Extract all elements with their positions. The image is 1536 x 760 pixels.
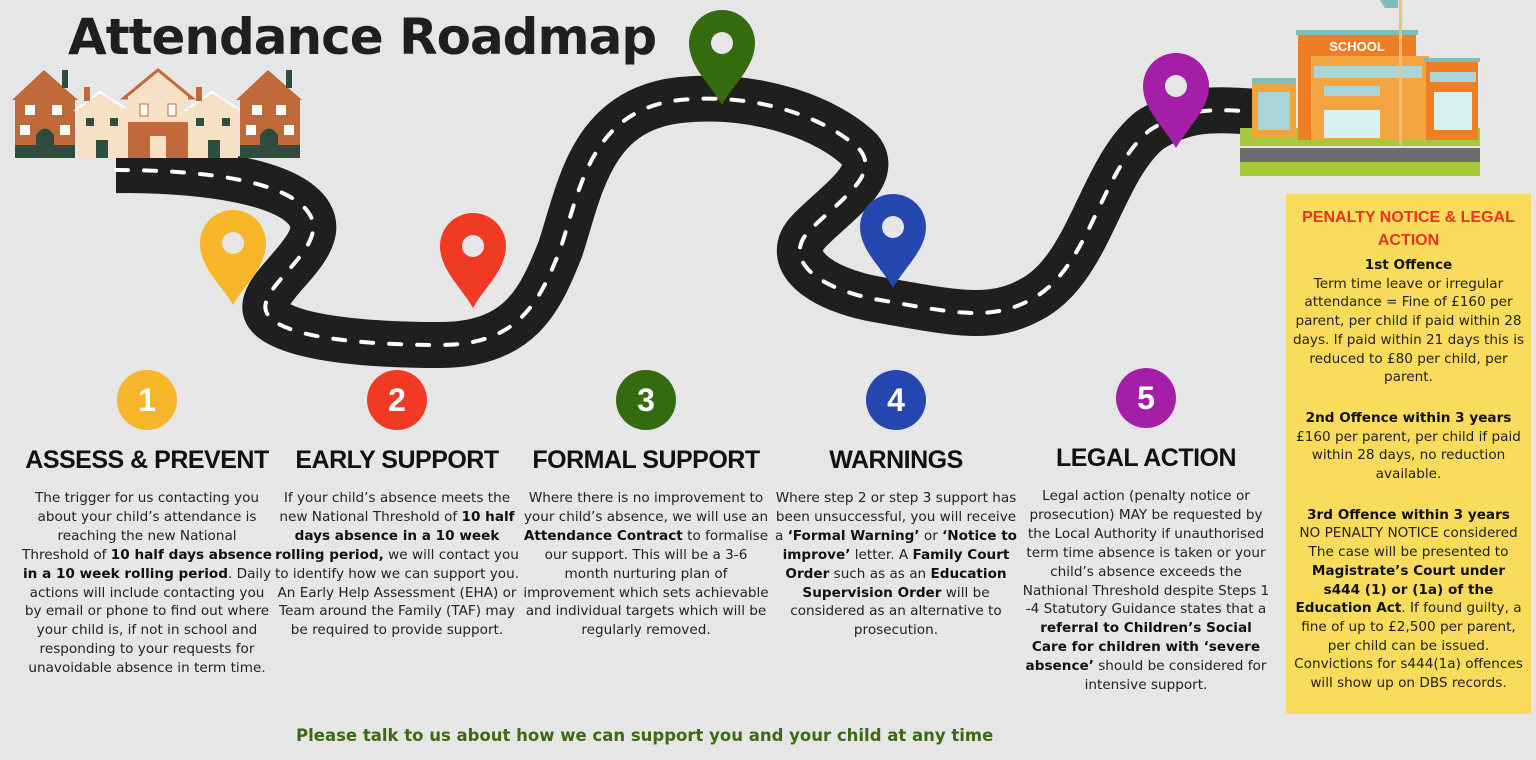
text-run: . If found guilty, a fine of up to £2,50… bbox=[1294, 600, 1523, 692]
school-sign: SCHOOL bbox=[1329, 39, 1385, 54]
pin-step-3 bbox=[689, 10, 755, 105]
emphasis-text: ‘Notice to improve’ bbox=[782, 527, 1018, 563]
text-run: Legal action (penalty notice or prosecut… bbox=[1022, 488, 1270, 618]
support-message: Please talk to us about how we can suppo… bbox=[296, 726, 994, 745]
text-run: Where there is no improvement to your ch… bbox=[523, 490, 769, 525]
step-3: 3 FORMAL SUPPORT Where there is no impro… bbox=[521, 370, 771, 640]
emphasis-text: Magistrate’s Court under s444 (1) or (1a… bbox=[1295, 562, 1506, 617]
text-run: The trigger for us contacting you about … bbox=[22, 490, 260, 563]
third-offence-text: NO PENALTY NOTICE considered The case wi… bbox=[1292, 524, 1525, 692]
step-description: If your child’s absence meets the new Na… bbox=[272, 489, 522, 640]
third-offence-heading: 3rd Offence within 3 years bbox=[1307, 506, 1510, 523]
school-illustration: SCHOOL bbox=[1240, 0, 1480, 176]
penalty-notice-panel: PENALTY NOTICE & LEGAL ACTION 1st Offenc… bbox=[1286, 194, 1531, 714]
step-heading: FORMAL SUPPORT bbox=[532, 446, 760, 474]
step-heading: ASSESS & PREVENT bbox=[25, 446, 269, 474]
step-4: 4 WARNINGS Where step 2 or step 3 suppor… bbox=[771, 370, 1021, 640]
text-run: should be considered for intensive suppo… bbox=[1084, 658, 1267, 694]
houses-illustration bbox=[12, 68, 302, 158]
step-number-badge: 3 bbox=[616, 370, 676, 430]
text-run: we will contact you to identify how we c… bbox=[274, 546, 520, 639]
second-offence-text: £160 per parent, per child if paid withi… bbox=[1296, 428, 1521, 483]
text-run: If your child’s absence meets the new Na… bbox=[279, 490, 511, 525]
step-number-badge: 1 bbox=[117, 370, 177, 430]
step-description: Legal action (penalty notice or prosecut… bbox=[1021, 487, 1271, 695]
text-run: NO PENALTY NOTICE considered The case wi… bbox=[1299, 525, 1518, 561]
step-1: 1 ASSESS & PREVENT The trigger for us co… bbox=[22, 370, 272, 678]
step-number-badge: 4 bbox=[866, 370, 926, 430]
step-description: The trigger for us contacting you about … bbox=[22, 489, 272, 678]
page-title: Attendance Roadmap bbox=[68, 8, 657, 66]
emphasis-text: Education Supervision Order bbox=[802, 565, 1007, 601]
emphasis-text: referral to Children’s Social Care for c… bbox=[1025, 620, 1261, 675]
step-number-badge: 5 bbox=[1116, 368, 1176, 428]
step-2: 2 EARLY SUPPORT If your child’s absence … bbox=[272, 370, 522, 640]
pin-step-2 bbox=[440, 213, 506, 308]
second-offence-heading: 2nd Offence within 3 years bbox=[1305, 409, 1512, 426]
first-offence-text: Term time leave or irregular attendance … bbox=[1292, 275, 1525, 386]
step-heading: LEGAL ACTION bbox=[1055, 444, 1237, 472]
step-heading: WARNINGS bbox=[829, 446, 963, 474]
text-run: Where step 2 or step 3 support has been … bbox=[774, 490, 1017, 544]
text-run: or bbox=[919, 527, 943, 544]
emphasis-text: ‘Formal Warning’ bbox=[787, 527, 920, 544]
text-run: to formalise our support. This will be a… bbox=[523, 527, 769, 639]
text-run: . Daily actions will include contacting … bbox=[24, 565, 271, 677]
step-description: Where there is no improvement to your ch… bbox=[521, 489, 771, 640]
pin-step-4 bbox=[860, 194, 926, 288]
step-5: 5 LEGAL ACTION Legal action (penalty not… bbox=[1021, 368, 1271, 695]
pin-step-5 bbox=[1143, 53, 1209, 148]
penalty-title: PENALTY NOTICE & LEGAL ACTION bbox=[1302, 209, 1515, 249]
road bbox=[114, 75, 1262, 368]
emphasis-text: Attendance Contract bbox=[523, 527, 683, 544]
step-heading: EARLY SUPPORT bbox=[295, 446, 499, 474]
step-number-badge: 2 bbox=[367, 370, 427, 430]
text-run: letter. A bbox=[850, 546, 913, 563]
pin-step-1 bbox=[200, 210, 266, 305]
emphasis-text: Family Court Order bbox=[785, 546, 1010, 582]
emphasis-text: 10 half days absence in a 10 week rollin… bbox=[23, 546, 272, 582]
first-offence-heading: 1st Offence bbox=[1364, 257, 1453, 273]
text-run: such as as an bbox=[829, 565, 931, 582]
emphasis-text: 10 half days absence in a 10 week rollin… bbox=[275, 508, 515, 563]
text-run: will be considered as an alternative to … bbox=[790, 584, 1002, 639]
step-description: Where step 2 or step 3 support has been … bbox=[771, 489, 1021, 640]
